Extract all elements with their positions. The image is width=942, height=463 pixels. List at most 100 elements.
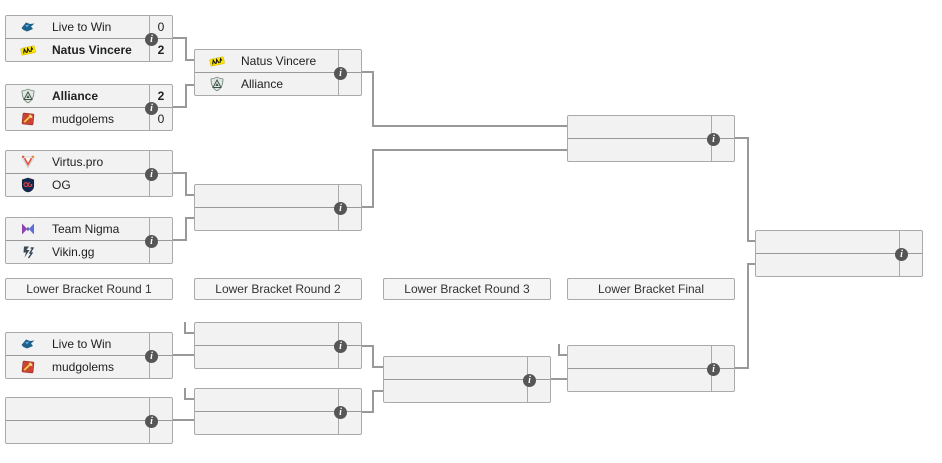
team-score	[338, 346, 361, 368]
team-row-empty	[756, 231, 922, 254]
team-row-empty	[568, 346, 734, 369]
team-score	[338, 323, 361, 345]
bracket-connector	[747, 263, 749, 369]
team-row-live-to-win[interactable]: Live to Win 0	[6, 16, 172, 39]
bracket-connector	[184, 388, 186, 400]
team-row-alliance[interactable]: Alliance	[195, 73, 361, 95]
match-info-icon[interactable]: i	[145, 350, 158, 363]
team-score	[711, 369, 734, 391]
team-row-mudgolems[interactable]: mudgolems	[6, 356, 172, 378]
match-info-icon[interactable]: i	[145, 102, 158, 115]
team-name: Alliance	[52, 89, 99, 103]
match-ub-round1-4: Team Nigma Vikin.gg i	[5, 217, 173, 264]
bracket-connector	[184, 398, 196, 400]
match-info-icon[interactable]: i	[334, 406, 347, 419]
bracket-connector	[185, 84, 187, 108]
mudgolems-logo-icon	[19, 111, 36, 127]
match-lb-round1-2: i	[5, 397, 173, 444]
team-score	[338, 389, 361, 411]
team-row-empty	[195, 208, 361, 230]
team-name: Natus Vincere	[52, 43, 132, 57]
match-info-icon[interactable]: i	[145, 168, 158, 181]
match-info-icon[interactable]: i	[334, 67, 347, 80]
bracket-connector	[747, 263, 757, 265]
match-info-icon[interactable]: i	[895, 248, 908, 261]
bracket-connector	[185, 194, 196, 196]
vikin-gg-logo-icon	[19, 244, 36, 260]
match-ub-final: i	[567, 115, 735, 162]
match-ub-round2-1: Natus Vincere Alliance i	[194, 49, 362, 96]
team-score	[149, 421, 172, 443]
match-info-icon[interactable]: i	[334, 202, 347, 215]
team-name: Alliance	[241, 77, 284, 91]
match-info-icon[interactable]: i	[334, 340, 347, 353]
bracket-connector	[185, 217, 187, 241]
team-score	[149, 174, 172, 196]
team-row-natus-vincere[interactable]: Natus Vincere 2	[6, 39, 172, 61]
team-row-alliance[interactable]: Alliance 2	[6, 85, 172, 108]
team-row-mudgolems[interactable]: mudgolems 0	[6, 108, 172, 130]
bracket-connector	[747, 137, 749, 242]
team-row-team-nigma[interactable]: Team Nigma	[6, 218, 172, 241]
match-ub-round1-1: Live to Win 0 Natus Vincere 2 i	[5, 15, 173, 62]
natus-vincere-logo-icon	[19, 42, 36, 58]
match-lb-round3-1: i	[383, 356, 551, 403]
bracket-connector	[372, 149, 569, 151]
team-score	[149, 398, 172, 420]
bracket-connector	[151, 354, 196, 356]
og-logo-icon	[19, 177, 36, 193]
team-score	[711, 346, 734, 368]
team-score: 0	[149, 108, 172, 130]
team-row-empty	[195, 389, 361, 412]
bracket-connector	[372, 390, 374, 413]
match-info-icon[interactable]: i	[145, 235, 158, 248]
team-score	[899, 231, 922, 253]
virtus-pro-logo-icon	[19, 154, 36, 170]
mudgolems-logo-icon	[19, 359, 36, 375]
match-ub-round1-2: Alliance 2 mudgolems 0 i	[5, 84, 173, 131]
team-score	[149, 333, 172, 355]
bracket-connector	[747, 240, 757, 242]
team-score	[899, 254, 922, 276]
round-label-lower-bracket-final: Lower Bracket Final	[567, 278, 735, 300]
match-info-icon[interactable]: i	[145, 415, 158, 428]
team-row-vikin-gg[interactable]: Vikin.gg	[6, 241, 172, 263]
match-info-icon[interactable]: i	[707, 133, 720, 146]
round-label-lower-bracket-round-2: Lower Bracket Round 2	[194, 278, 362, 300]
alliance-logo-icon	[208, 76, 225, 92]
team-name: Live to Win	[52, 20, 112, 34]
team-name: Vikin.gg	[52, 245, 95, 259]
round-label-lower-bracket-round-1: Lower Bracket Round 1	[5, 278, 173, 300]
team-row-natus-vincere[interactable]: Natus Vincere	[195, 50, 361, 73]
team-name: Natus Vincere	[241, 54, 317, 68]
bracket-connector	[372, 71, 374, 127]
match-info-icon[interactable]: i	[145, 33, 158, 46]
bracket-connector	[184, 322, 186, 334]
natus-vincere-logo-icon	[208, 53, 225, 69]
team-row-empty	[195, 323, 361, 346]
team-row-live-to-win[interactable]: Live to Win	[6, 333, 172, 356]
team-nigma-logo-icon	[19, 221, 36, 237]
team-name: Team Nigma	[52, 222, 120, 236]
match-info-icon[interactable]: i	[523, 374, 536, 387]
team-score	[527, 380, 550, 402]
bracket-connector	[372, 149, 374, 208]
bracket-connector	[185, 172, 187, 196]
team-score	[338, 73, 361, 95]
bracket-connector	[185, 217, 196, 219]
team-name: Virtus.pro	[52, 155, 104, 169]
team-row-empty	[6, 398, 172, 421]
team-row-empty	[384, 357, 550, 380]
team-row-empty	[195, 185, 361, 208]
bracket-connector	[185, 37, 187, 61]
team-score	[149, 151, 172, 173]
team-name: OG	[52, 178, 71, 192]
team-row-og[interactable]: OG	[6, 174, 172, 196]
bracket-connector	[151, 419, 196, 421]
team-name: mudgolems	[52, 112, 115, 126]
team-row-empty	[195, 412, 361, 434]
match-info-icon[interactable]: i	[707, 363, 720, 376]
team-row-virtus-pro[interactable]: Virtus.pro	[6, 151, 172, 174]
team-row-empty	[384, 380, 550, 402]
bracket-connector	[372, 125, 569, 127]
